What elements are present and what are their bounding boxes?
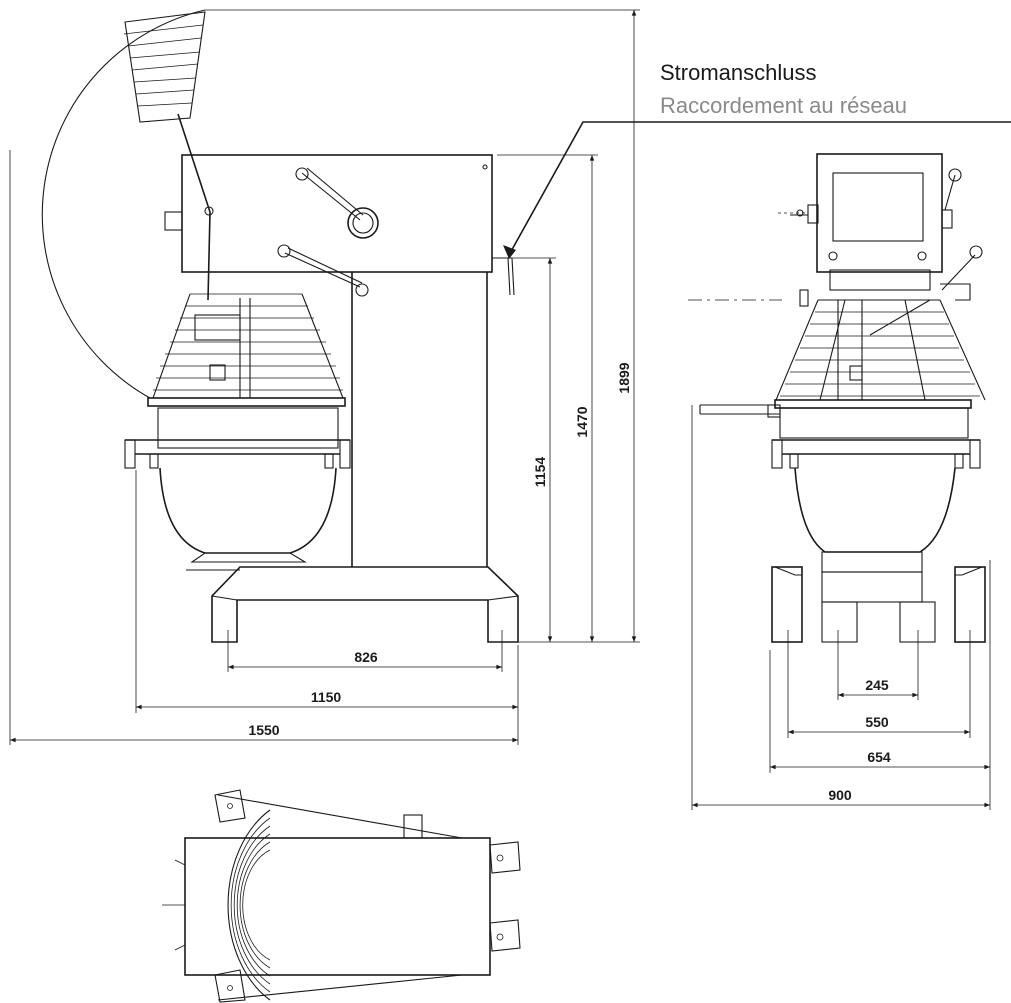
- front-bowl: [771, 407, 981, 553]
- dim-245: 245: [838, 677, 918, 698]
- callout-arrowhead: [503, 245, 516, 259]
- front-mounting-bracket: [699, 404, 781, 418]
- mixing-bowl: [124, 407, 351, 571]
- mixer-head: [164, 154, 493, 297]
- dim-1154: 1154: [532, 257, 553, 642]
- svg-text:1470: 1470: [574, 406, 590, 437]
- dim-826: 826: [228, 649, 503, 670]
- top-body: [184, 837, 491, 976]
- callout-subtitle: Raccordement au réseau: [660, 93, 907, 118]
- lifted-guard: [123, 11, 211, 301]
- svg-text:245: 245: [865, 677, 889, 693]
- power-connection-callout: Stromanschluss Raccordement au réseau: [503, 60, 1011, 259]
- front-head: [688, 153, 983, 307]
- top-lever-upper: [214, 789, 246, 823]
- front-guard: [774, 299, 986, 409]
- side-extension-lines: [9, 9, 640, 745]
- top-view: [162, 789, 521, 1003]
- svg-text:1550: 1550: [248, 722, 279, 738]
- dim-654: 654: [770, 749, 990, 770]
- dim-900: 900: [692, 787, 990, 808]
- svg-text:1154: 1154: [532, 457, 548, 488]
- dim-1150: 1150: [136, 689, 518, 710]
- svg-text:1150: 1150: [311, 689, 342, 705]
- top-connector: [403, 814, 423, 839]
- svg-text:900: 900: [828, 787, 852, 803]
- callout-leader-line: [508, 121, 1011, 256]
- top-lever-lower: [214, 969, 246, 1003]
- front-view: 245 550 654 900: [688, 153, 991, 810]
- callout-title: Stromanschluss: [660, 60, 817, 85]
- mixer-base: [211, 566, 519, 643]
- side-view: 826 1150 1550 1154 1470 1899: [9, 9, 640, 745]
- guard-swing-arc: [41, 9, 206, 399]
- front-base: [771, 551, 986, 643]
- svg-text:550: 550: [865, 714, 889, 730]
- svg-text:654: 654: [867, 749, 891, 765]
- bowl-guard: [147, 293, 346, 407]
- dim-1470: 1470: [574, 155, 595, 642]
- dim-1550: 1550: [9, 722, 518, 743]
- mixer-column: [351, 257, 515, 567]
- dim-550: 550: [788, 714, 970, 735]
- top-foot-upper: [489, 841, 521, 874]
- top-guard-rings: [162, 809, 271, 1001]
- svg-text:1899: 1899: [616, 362, 632, 393]
- svg-text:826: 826: [354, 649, 378, 665]
- dim-1899: 1899: [616, 10, 637, 642]
- front-extension-lines: [691, 405, 991, 810]
- top-foot-lower: [489, 919, 521, 952]
